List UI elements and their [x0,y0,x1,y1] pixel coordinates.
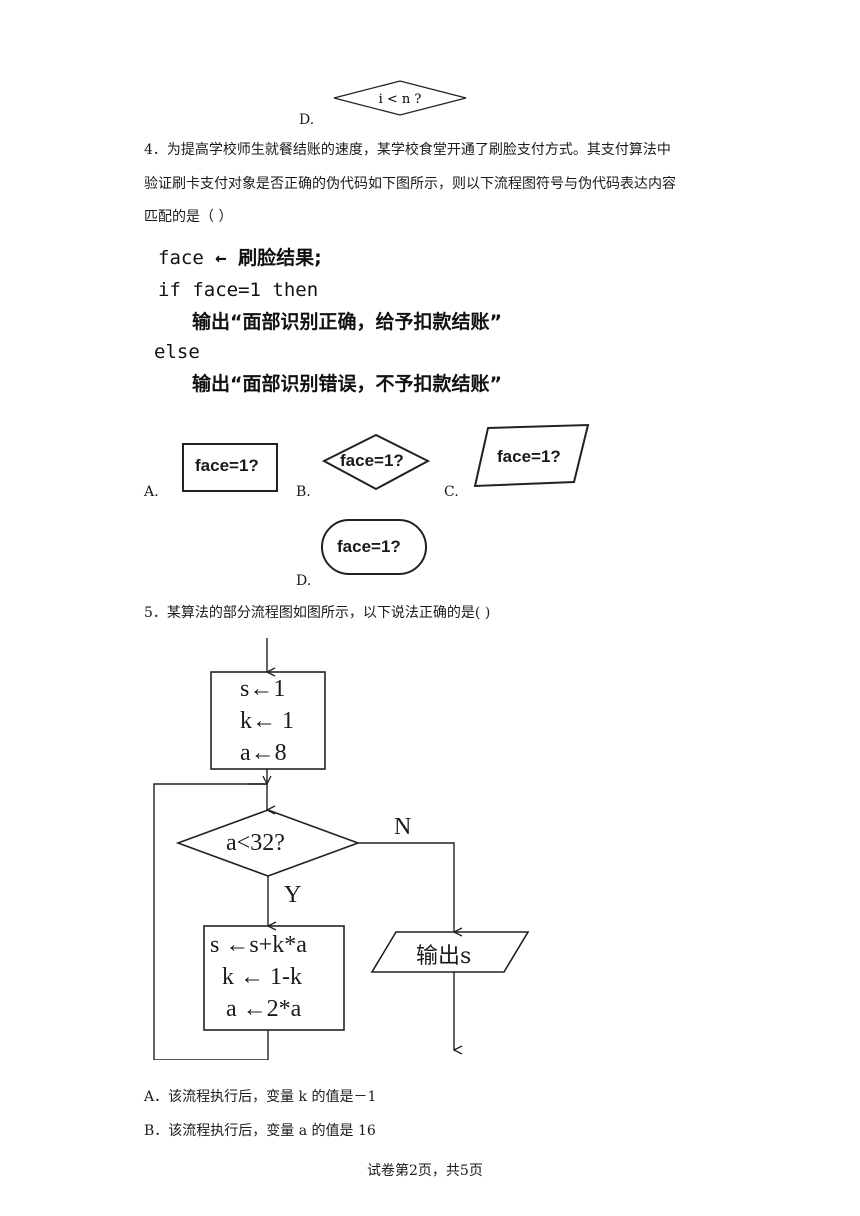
code-line-3: 输出“面部识别正确，给予扣款结账” [192,311,502,333]
q4-option-a-label: A. [144,484,159,500]
option-d-label: D. [299,112,315,128]
flow-output-text: 输出s [416,944,472,969]
q4-stem-line-2: 验证刷卡支付对象是否正确的伪代码如下图所示，则以下流程图符号与伪代码表达内容 [144,176,676,192]
flow-no-label: N [394,814,412,840]
flow-body-line-1: s ←s+k*a [210,932,307,958]
flow-init-line-3: a←8 [240,740,287,766]
q5-stem: 5．某算法的部分流程图如图所示，以下说法正确的是( ) [144,605,491,621]
q4-option-d-text: face=1? [337,537,401,556]
flow-body-line-2: k ← 1-k [222,964,302,990]
code-line-2: if face=1 then [158,279,319,301]
q4-option-a-text: face=1? [195,456,259,475]
flow-body-line-3: a ←2*a [226,996,302,1022]
code-line-1-rest: 刷脸结果; [238,247,322,269]
q4-option-c-label: C. [444,484,459,500]
q4-stem-line-1: 4．为提高学校师生就餐结账的速度，某学校食堂开通了刷脸支付方式。其支付算法中 [144,142,671,158]
q4-option-b-text: face=1? [340,451,404,470]
flow-init-line-2: k← 1 [240,708,294,734]
code-line-4: else [154,341,200,363]
q4-option-d-label: D. [296,573,312,589]
flow-yes-label: Y [284,882,302,908]
q5-flowchart [153,638,530,1060]
q4-option-d-rounded-shape [321,519,427,575]
q4-stem-line-3: 匹配的是（ ） [144,209,233,225]
flow-condition-text: a<32? [226,830,285,856]
option-d-diamond-shape: i < n ? [333,80,467,116]
code-line-5: 输出“面部识别错误，不予扣款结账” [192,373,502,395]
assign-arrow-icon: ← [215,247,227,269]
code-var-face: face [158,247,204,269]
option-d-diamond-text: i < n ? [379,92,422,107]
q4-option-a-rectangle-shape [182,443,278,492]
q4-option-c-text: face=1? [497,447,561,466]
q4-option-b-label: B. [296,484,311,500]
q4-option-c-parallelogram-shape [473,423,590,488]
page-footer: 试卷第2页，共5页 [367,1163,483,1179]
q5-option-a: A．该流程执行后，变量 k 的值是－1 [144,1089,377,1105]
pseudocode-image: face ← 刷脸结果; if face=1 then 输出“面部识别正确，给予… [150,240,560,405]
q5-option-b: B．该流程执行后，变量 a 的值是 16 [144,1123,376,1139]
flow-init-line-1: s←1 [240,676,286,702]
q4-option-b-diamond-shape [321,433,431,491]
